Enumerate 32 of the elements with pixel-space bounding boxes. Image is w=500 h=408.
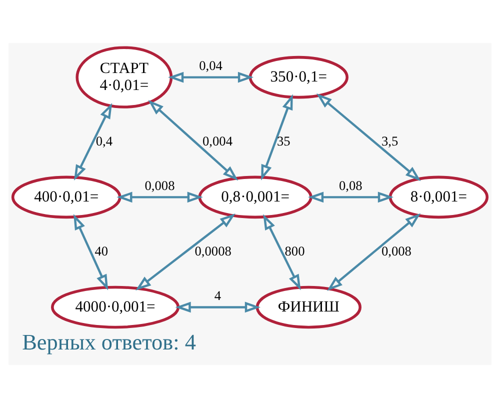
node-ellipse: 350·0,1= <box>248 56 348 99</box>
node-ellipse: 400·0,01= <box>11 176 122 219</box>
node-ellipse: СТАРТ 4·0,01= <box>76 46 173 108</box>
arrow <box>175 302 260 313</box>
edge-label: 0,4 <box>96 134 113 149</box>
edge-label: 3,5 <box>381 134 398 149</box>
arrow <box>263 214 301 290</box>
arrow <box>74 102 112 180</box>
edge-label: 40 <box>94 244 108 259</box>
edge-label: 0,004 <box>202 134 233 149</box>
edge-label: 0,008 <box>144 178 175 194</box>
arrow <box>261 94 293 180</box>
arrow <box>327 213 421 291</box>
edge-label: 0,04 <box>199 58 222 74</box>
arrow <box>116 192 203 203</box>
arrow <box>74 214 108 290</box>
arrow <box>168 72 254 83</box>
edge-label: 0,08 <box>338 178 362 194</box>
arrow <box>136 214 236 291</box>
node-ellipse: 0,8·0,001= <box>198 176 312 219</box>
arrow <box>316 93 421 182</box>
edge-label: 4 <box>214 288 222 304</box>
arrow <box>148 100 238 181</box>
edge-label: 35 <box>276 134 290 149</box>
edge-label: 0,0008 <box>194 244 232 259</box>
node-ellipse: 8·0,001= <box>388 176 489 219</box>
node-ellipse: ФИНИШ <box>256 286 362 329</box>
edge-label: 800 <box>284 244 305 259</box>
caption: Верных ответов: 4 <box>22 329 196 354</box>
arrow <box>308 192 394 203</box>
node-ellipse: 4000·0,001= <box>51 286 180 329</box>
edge-label: 0,008 <box>381 244 412 259</box>
